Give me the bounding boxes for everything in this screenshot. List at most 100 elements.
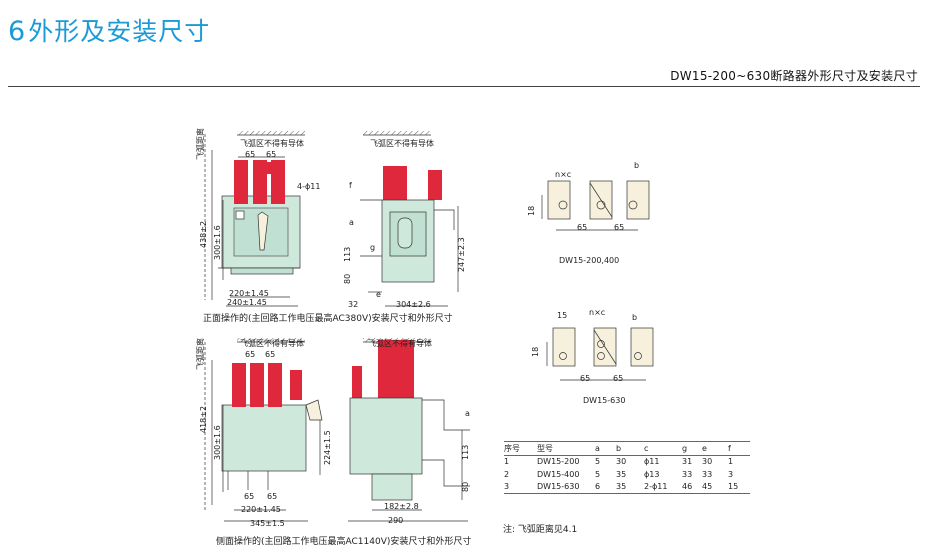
side-op-side-body [349, 397, 423, 475]
table-cell: 5 [595, 457, 601, 467]
table-row: 1 DW15-200 5 30 ϕ11 31 30 1 [504, 455, 750, 468]
front-dim-65-a: 65 [245, 150, 255, 159]
side-operated-view-drawing [204, 338, 470, 522]
terminal-400-caption: DW15-200,400 [559, 256, 620, 265]
front-height-mount: 300±1.6 [213, 225, 222, 260]
t630-h: 18 [531, 347, 540, 357]
side-depth-label: 304±2.6 [396, 300, 431, 309]
col-header: 序号 [504, 441, 537, 456]
side-e-label: e [376, 290, 381, 299]
front-view-drawing [204, 131, 459, 307]
spec-table-header: 序号 型号 a b c g e f [504, 441, 750, 456]
front-holes-label: 4-ϕ11 [297, 182, 320, 191]
sideop-height-mount: 300±1.6 [213, 425, 222, 460]
spec-table: 序号 型号 a b c g e f 1 DW15-200 5 30 ϕ11 31… [504, 441, 750, 494]
front-arc-distance: 飞弧距离 [195, 128, 205, 160]
sideop-width-total: 345±1.5 [250, 519, 285, 528]
page-subtitle: DW15-200~630断路器外形尺寸及安装尺寸 [670, 69, 918, 83]
terminal-1 [234, 160, 248, 204]
col-header: c [644, 441, 682, 456]
footnote: 注: 飞弧距离见4.1 [503, 525, 578, 535]
side-80-label: 80 [343, 274, 352, 284]
section-number: 6 [8, 16, 27, 47]
sideop-arc-distance: 飞弧距离 [195, 338, 205, 370]
sideop-side-arc-zone: 飞弧区不得有导体 [368, 338, 432, 348]
sideop-arc-zone-label: 飞弧区不得有导体 [240, 338, 304, 348]
t400-dim-a: 65 [577, 223, 587, 232]
table-cell: 35 [616, 480, 644, 494]
t400-h: 18 [527, 206, 536, 216]
table-cell: 5 [595, 469, 601, 479]
col-header: a [595, 441, 616, 456]
side-32-label: 32 [348, 300, 358, 309]
table-cell: 45 [702, 480, 728, 494]
sideop-side-depth: 182±2.8 [384, 502, 419, 511]
table-cell: DW15-200 [537, 457, 580, 467]
terminal-cap [262, 162, 280, 174]
front-width-total: 240±1.45 [227, 298, 267, 307]
table-cell: 33 [682, 469, 693, 479]
col-header: g [682, 441, 702, 456]
table-cell: DW15-630 [537, 480, 595, 494]
col-header: f [728, 441, 750, 456]
table-cell: ϕ13 [644, 469, 660, 479]
table-cell: 35 [616, 469, 627, 479]
sideop-bottom-65-b: 65 [267, 492, 277, 501]
table-cell: 33 [702, 469, 713, 479]
t400-b: b [634, 161, 639, 170]
col-header: b [616, 441, 644, 456]
sideop-bottom-65-a: 65 [244, 492, 254, 501]
sideop-dim-65-b: 65 [265, 350, 275, 359]
col-header: 型号 [537, 441, 595, 456]
front-width-mount: 220±1.45 [229, 289, 269, 298]
table-cell: 2-ϕ11 [644, 480, 682, 494]
side-op-left-cap [352, 366, 362, 398]
side-view-caption: 侧面操作的(主回路工作电压最高AC1140V)安装尺寸和外形尺寸 [216, 537, 472, 547]
table-cell: ϕ11 [644, 457, 660, 467]
side-window [397, 217, 413, 249]
front-dim-65-b: 65 [266, 150, 276, 159]
section-title: 6外形及安装尺寸 [8, 12, 210, 48]
side-a-label: a [349, 218, 354, 227]
table-cell: 15 [728, 480, 750, 494]
side-op-terminal-3 [268, 363, 282, 407]
table-cell: 31 [682, 457, 693, 467]
side-op-main-terminal [378, 340, 414, 400]
side-op-bus-bottom [422, 459, 470, 487]
sideop-side-113: 113 [461, 445, 470, 460]
section-title-text: 外形及安装尺寸 [28, 17, 211, 46]
sideop-height-total: 418±2 [199, 406, 208, 433]
table-cell: DW15-400 [537, 469, 580, 479]
sideop-dim-65-a: 65 [245, 350, 255, 359]
t630-dim-a: 65 [580, 374, 590, 383]
table-cell: 2 [504, 469, 510, 479]
side-arc-zone-label: 飞弧区不得有导体 [370, 138, 434, 148]
table-row: 3 DW15-630 6 35 2-ϕ11 46 45 15 [504, 480, 750, 494]
table-cell: 3 [504, 480, 537, 494]
dimension-labels: 飞弧区不得有导体 65 65 4-ϕ11 438±2 300±1.6 飞弧距离 … [195, 128, 639, 528]
side-g-label: g [370, 243, 375, 252]
side-op-terminal-2 [250, 363, 264, 407]
bar-3 [626, 180, 650, 220]
sideop-side-80: 80 [461, 482, 470, 492]
sideop-side-total: 290 [388, 516, 403, 525]
t630-nxc: n×c [589, 308, 605, 317]
col-header: e [702, 441, 728, 456]
table-cell: 6 [595, 480, 616, 494]
table-cell: 1 [728, 457, 734, 467]
side-op-terminal-1 [232, 363, 246, 407]
t400-dim-b: 65 [614, 223, 624, 232]
side-op-body [221, 404, 307, 472]
side-op-handle [305, 399, 323, 421]
ceiling-hatch [237, 131, 305, 135]
t630-dim-b: 65 [613, 374, 623, 383]
t630-b: b [632, 313, 637, 322]
side-f-label: f [349, 181, 352, 190]
t630-w15: 15 [557, 311, 567, 320]
front-arc-zone-label: 飞弧区不得有导体 [240, 138, 304, 148]
header-rule [8, 86, 920, 87]
front-view-caption: 正面操作的(主回路工作电压最高AC380V)安装尺寸和外形尺寸 [203, 314, 453, 324]
side-113-label: 113 [343, 247, 352, 262]
table-row: 2 DW15-400 5 35 ϕ13 33 33 3 [504, 468, 750, 481]
